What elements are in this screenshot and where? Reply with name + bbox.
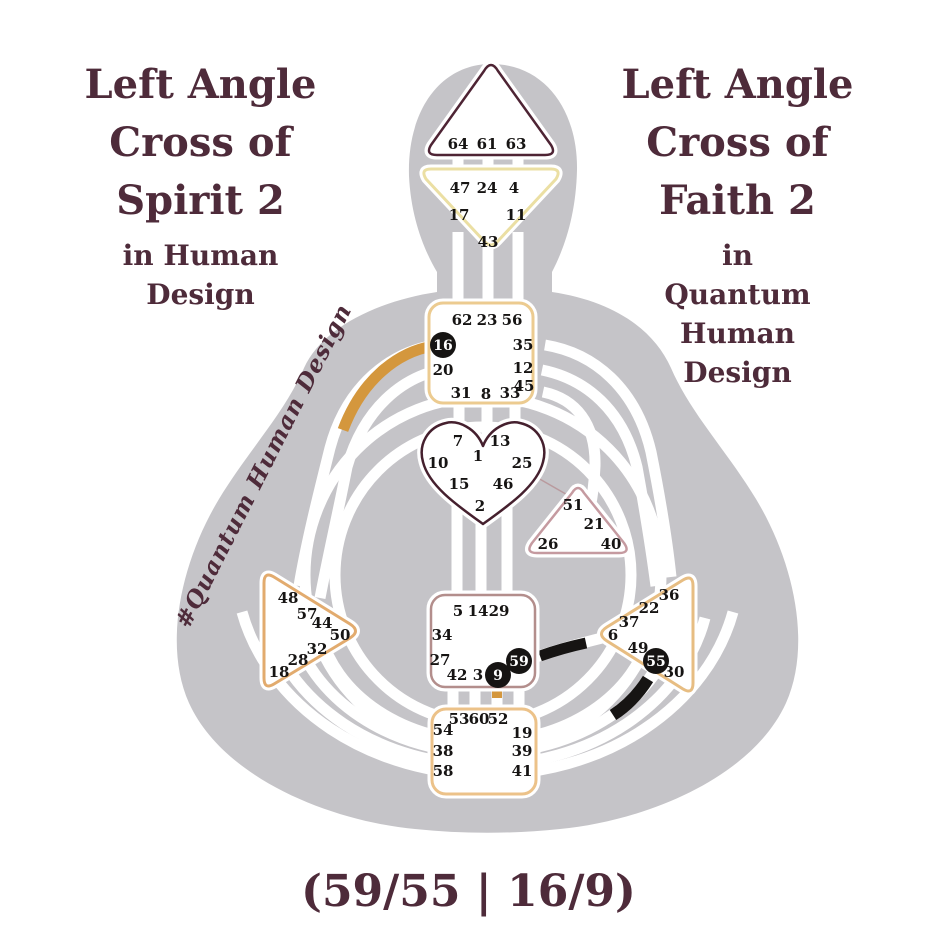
- gate-41: 41: [512, 762, 533, 780]
- gate-9: 9: [493, 668, 503, 684]
- left-subtitle: in Human Design: [122, 239, 279, 311]
- gate-4: 4: [509, 179, 519, 197]
- gate-15: 15: [449, 475, 470, 493]
- gate-55-black-segment: [609, 675, 654, 721]
- gate-56: 56: [502, 311, 523, 329]
- right-title: Left Angle Cross of Faith 2 in Quantum H…: [585, 56, 890, 392]
- gate-20: 20: [433, 361, 454, 379]
- gate-32: 32: [307, 640, 328, 658]
- gate-24: 24: [477, 179, 498, 197]
- gate-64: 64: [448, 135, 469, 153]
- gate-29: 29: [489, 602, 510, 620]
- gate-9-highlight: [485, 662, 511, 688]
- gate-22: 22: [639, 599, 660, 617]
- gate-53: 53: [449, 710, 470, 728]
- gate-52: 52: [488, 710, 509, 728]
- left-title-line-2: Cross of: [109, 119, 292, 166]
- sacral-center-shape: [429, 593, 537, 689]
- gate-1: 1: [473, 447, 483, 465]
- gate-26: 26: [538, 535, 559, 553]
- gate-23: 23: [477, 311, 498, 329]
- gate-61: 61: [477, 135, 498, 153]
- gate-3: 3: [473, 666, 483, 684]
- gate-16-gold-segment: [337, 340, 435, 432]
- gate-36: 36: [659, 586, 680, 604]
- gate-2: 2: [475, 497, 485, 515]
- gate-17: 17: [449, 206, 470, 224]
- gate-30: 30: [664, 663, 685, 681]
- right-title-line-1: Left Angle: [621, 61, 854, 108]
- gate-51: 51: [563, 496, 584, 514]
- left-title-line-3: Spirit 2: [116, 177, 285, 224]
- gate-63: 63: [506, 135, 527, 153]
- gate-42: 42: [447, 666, 468, 684]
- gate-12: 12: [513, 359, 534, 377]
- right-subtitle: in Quantum Human Design: [664, 239, 811, 389]
- gate-57: 57: [297, 605, 318, 623]
- gate-7: 7: [453, 432, 463, 450]
- gate-45: 45: [514, 377, 535, 395]
- gate-35: 35: [513, 336, 534, 354]
- gate-14: 14: [468, 602, 489, 620]
- gate-31: 31: [451, 384, 472, 402]
- gate-25: 25: [512, 454, 533, 472]
- gate-28: 28: [288, 651, 309, 669]
- channel-12-22: [540, 364, 662, 587]
- gate-54: 54: [433, 721, 454, 739]
- spleen-center-shape: [262, 573, 357, 688]
- gate-38: 38: [433, 742, 454, 760]
- gate-34: 34: [432, 626, 453, 644]
- gate-44: 44: [312, 614, 333, 632]
- gate-18: 18: [269, 663, 290, 681]
- gate-47: 47: [450, 179, 471, 197]
- throat-center-shape: [427, 301, 535, 405]
- head-center-shape: [427, 63, 555, 157]
- gate-16: 16: [433, 338, 452, 354]
- gate-58: 58: [433, 762, 454, 780]
- left-title-line-1: Left Angle: [84, 61, 317, 108]
- gate-11: 11: [506, 206, 527, 224]
- gate-49: 49: [628, 639, 649, 657]
- gate-59-highlight: [506, 648, 532, 674]
- gate-27: 27: [430, 651, 451, 669]
- center-borders: [262, 63, 695, 796]
- gate-43: 43: [478, 233, 499, 251]
- gate-10: 10: [428, 454, 449, 472]
- gate-60: 60: [469, 710, 490, 728]
- gate-50: 50: [330, 626, 351, 644]
- gate-39: 39: [512, 742, 533, 760]
- cross-notation: (59/55 | 16/9): [301, 866, 636, 917]
- gate-33: 33: [500, 384, 521, 402]
- right-title-line-3: Faith 2: [659, 177, 816, 224]
- gate-19: 19: [512, 724, 533, 742]
- left-title: Left Angle Cross of Spirit 2 in Human De…: [48, 56, 353, 314]
- g-center-shape: [420, 421, 546, 526]
- gate-55: 55: [646, 654, 665, 670]
- gate-62: 62: [452, 311, 473, 329]
- gate-16-highlight: [430, 332, 456, 358]
- will-center-shape: [528, 486, 628, 555]
- ajna-center-shape: [422, 167, 560, 247]
- root-center-shape: [430, 707, 538, 796]
- gate-37: 37: [619, 613, 640, 631]
- gate-5: 5: [453, 602, 463, 620]
- gate-13: 13: [490, 432, 511, 450]
- gate-6: 6: [608, 626, 618, 644]
- gate-40: 40: [601, 535, 622, 553]
- gate-59: 59: [509, 654, 528, 670]
- right-title-line-2: Cross of: [646, 119, 829, 166]
- solar-plexus-center-shape: [600, 576, 695, 693]
- gate-48: 48: [278, 589, 299, 607]
- gate-21: 21: [584, 515, 605, 533]
- gate-46: 46: [493, 475, 514, 493]
- gate-59-black-segment: [538, 637, 588, 662]
- gate-8: 8: [481, 385, 491, 403]
- gate-55-highlight: [643, 648, 669, 674]
- channel-35-36: [544, 339, 677, 578]
